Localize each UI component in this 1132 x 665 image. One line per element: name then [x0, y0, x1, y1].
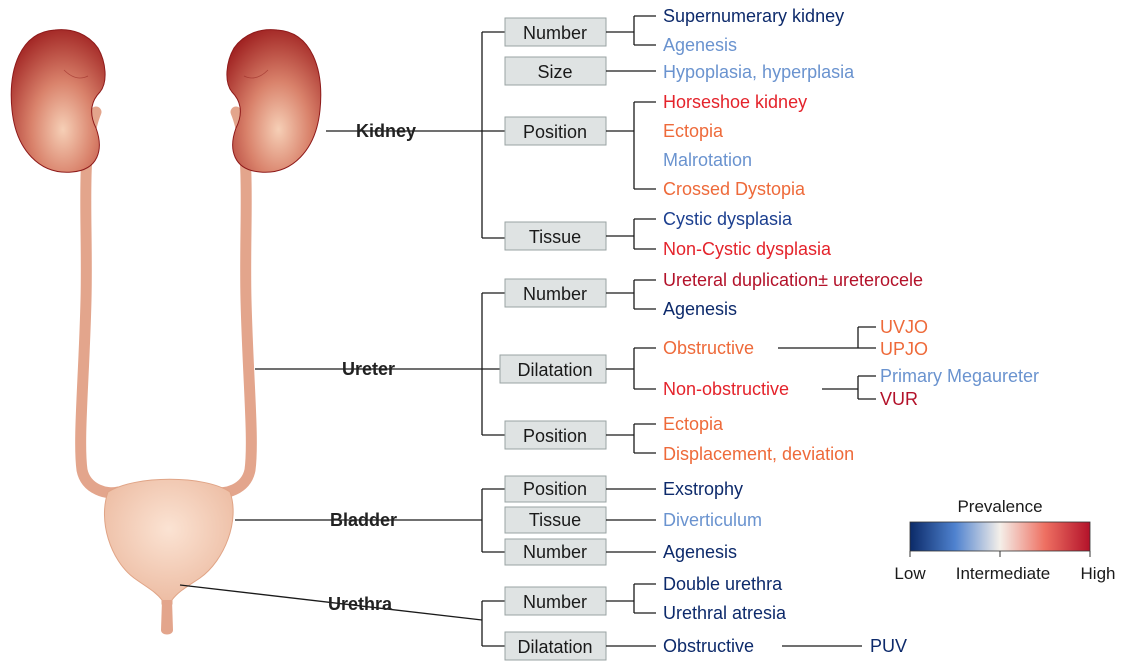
- condition-bladder-agenesis: Agenesis: [663, 542, 737, 562]
- category-label-bladder-number: Number: [523, 542, 587, 562]
- condition-uvjo: UVJO: [880, 317, 928, 337]
- category-label-kidney-position: Position: [523, 122, 587, 142]
- bladder-categories: Position Tissue Number: [505, 476, 606, 565]
- urethra-categories: Number Dilatation: [505, 587, 606, 660]
- condition-malrotation: Malrotation: [663, 150, 752, 170]
- condition-cystic-dysplasia: Cystic dysplasia: [663, 209, 793, 229]
- category-label-ureter-position: Position: [523, 426, 587, 446]
- condition-vur: VUR: [880, 389, 918, 409]
- conditions: Supernumerary kidney Agenesis Hypoplasia…: [663, 6, 1039, 656]
- condition-ureter-ectopia: Ectopia: [663, 414, 724, 434]
- condition-horseshoe-kidney: Horseshoe kidney: [663, 92, 807, 112]
- category-label-kidney-number: Number: [523, 23, 587, 43]
- category-label-ureter-number: Number: [523, 284, 587, 304]
- condition-urethral-atresia: Urethral atresia: [663, 603, 787, 623]
- category-label-urethra-dilatation: Dilatation: [517, 637, 592, 657]
- condition-urethra-obstructive: Obstructive: [663, 636, 754, 656]
- legend-high-label: High: [1081, 564, 1116, 583]
- condition-double-urethra: Double urethra: [663, 574, 783, 594]
- legend-low-label: Low: [894, 564, 926, 583]
- left-ureter: [81, 112, 118, 493]
- category-label-ureter-dilatation: Dilatation: [517, 360, 592, 380]
- condition-kidney-ectopia: Ectopia: [663, 121, 724, 141]
- ureter-categories: Number Dilatation Position: [500, 279, 606, 449]
- category-label-urethra-number: Number: [523, 592, 587, 612]
- category-label-kidney-size: Size: [537, 62, 572, 82]
- condition-ureteral-duplication: Ureteral duplication± ureterocele: [663, 270, 923, 290]
- legend-intermediate-label: Intermediate: [956, 564, 1051, 583]
- condition-crossed-dystopia: Crossed Dystopia: [663, 179, 806, 199]
- condition-non-obstructive: Non-obstructive: [663, 379, 789, 399]
- category-brackets: [482, 32, 505, 646]
- right-ureter: [214, 112, 251, 493]
- organ-label-urethra: Urethra: [328, 594, 393, 614]
- condition-displacement-deviation: Displacement, deviation: [663, 444, 854, 464]
- category-label-kidney-tissue: Tissue: [529, 227, 581, 247]
- condition-hypoplasia-hyperplasia: Hypoplasia, hyperplasia: [663, 62, 855, 82]
- condition-primary-megaureter: Primary Megaureter: [880, 366, 1039, 386]
- bladder-shape: [104, 479, 233, 604]
- condition-upjo: UPJO: [880, 339, 928, 359]
- condition-non-cystic-dysplasia: Non-Cystic dysplasia: [663, 239, 832, 259]
- kidney-categories: Number Size Position Tissue: [505, 18, 606, 250]
- condition-ureter-agenesis: Agenesis: [663, 299, 737, 319]
- right-kidney: [227, 30, 321, 173]
- urethra-shape: [161, 600, 173, 635]
- prevalence-legend: Prevalence Low Intermediate High: [894, 497, 1115, 583]
- organ-label-kidney: Kidney: [356, 121, 416, 141]
- legend-gradient-bar: [910, 522, 1090, 551]
- condition-supernumerary-kidney: Supernumerary kidney: [663, 6, 844, 26]
- category-label-bladder-tissue: Tissue: [529, 510, 581, 530]
- organ-label-bladder: Bladder: [330, 510, 397, 530]
- legend-title: Prevalence: [957, 497, 1042, 516]
- urinary-tract-illustration: [11, 30, 320, 635]
- category-label-bladder-position: Position: [523, 479, 587, 499]
- condition-obstructive: Obstructive: [663, 338, 754, 358]
- condition-puv: PUV: [870, 636, 907, 656]
- condition-diverticulum: Diverticulum: [663, 510, 762, 530]
- condition-kidney-agenesis: Agenesis: [663, 35, 737, 55]
- left-kidney: [11, 30, 105, 173]
- condition-exstrophy: Exstrophy: [663, 479, 743, 499]
- organ-label-ureter: Ureter: [342, 359, 395, 379]
